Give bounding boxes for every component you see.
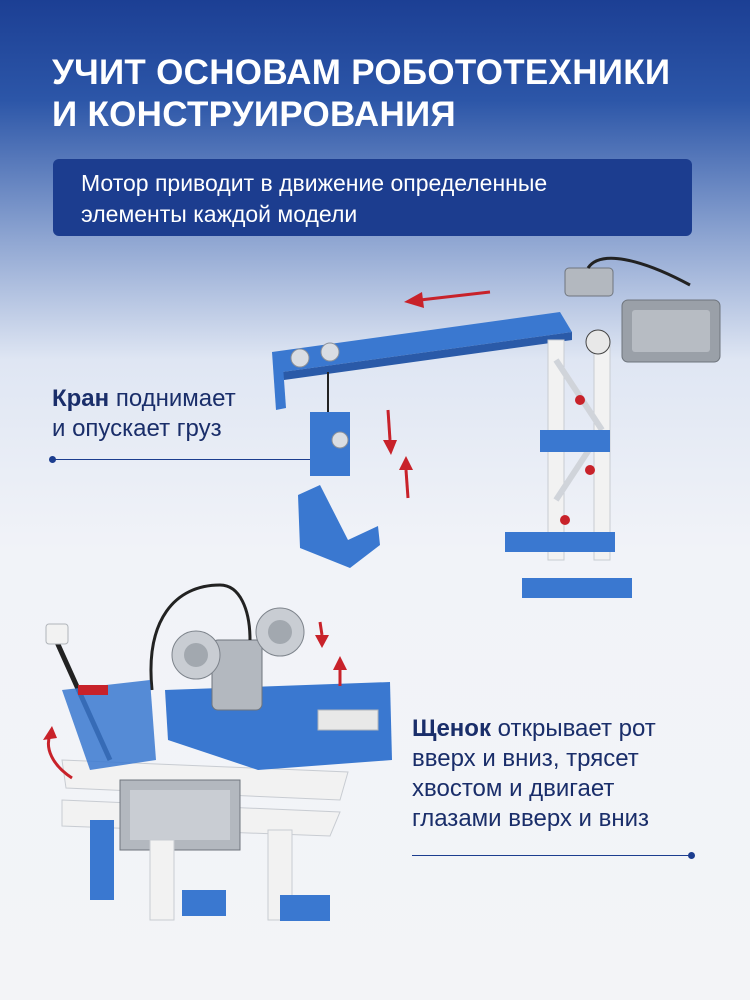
banner-line-2: элементы каждой модели [81,201,358,227]
puppy-tail [45,623,156,770]
crane-tower [505,339,632,598]
puppy-legs [90,820,330,921]
crane-caption-divider [49,456,310,463]
puppy-caption-line-3: хвостом и двигает [412,775,615,802]
puppy-caption-rest: открывает рот [490,715,656,742]
headline: УЧИТ ОСНОВАМ РОБОТОТЕХНИКИ И КОНСТРУИРОВ… [52,52,692,136]
puppy-arrows [43,621,347,780]
crane-arrows [383,290,491,499]
headline-line-2: И КОНСТРУИРОВАНИЯ [52,95,456,134]
puppy-caption: Щенок открывает рот вверх и вниз, трясет… [412,714,656,834]
headline-line-1: УЧИТ ОСНОВАМ РОБОТОТЕХНИКИ [52,53,671,92]
puppy-caption-divider [412,852,695,859]
crane-caption-line-2: и опускает груз [52,415,222,442]
crane-caption-bold: Кран [52,385,110,412]
banner-line-1: Мотор приводит в движение определенные [81,170,548,196]
crane-hook-load [298,372,380,568]
crane-caption-rest: поднимает [109,385,236,412]
crane-jib [272,312,572,410]
motor-banner: Мотор приводит в движение определенные э… [53,159,692,236]
puppy-caption-line-2: вверх и вниз, трясет [412,745,639,772]
puppy-caption-line-4: глазами вверх и вниз [412,805,650,832]
puppy-caption-bold: Щенок [412,715,491,742]
puppy-head [149,583,305,711]
crane-caption: Кран поднимает и опускает груз [52,384,236,444]
crane-motor [564,256,721,363]
